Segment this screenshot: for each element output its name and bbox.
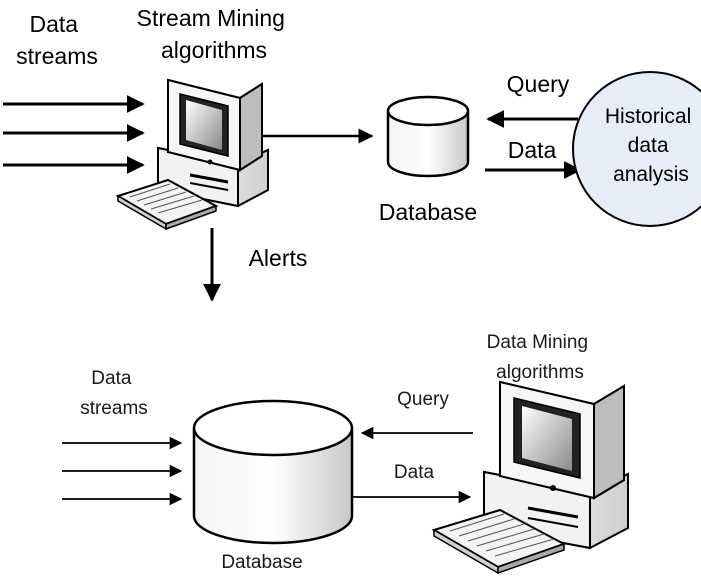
bottom-streams-label: Data streams	[80, 368, 148, 419]
top-database-icon	[386, 95, 470, 178]
top-database-label: Database	[379, 199, 477, 225]
top-computer-icon	[115, 78, 269, 231]
top-stream-arrows	[3, 95, 145, 174]
bottom-panel: Data streams Database Query Data Data Mi…	[62, 332, 629, 575]
alerts-label: Alerts	[249, 245, 308, 271]
bottom-database-icon	[192, 399, 354, 545]
historical-analysis-label: Historical data analysis	[605, 105, 697, 186]
top-panel: Data streams Stream Mining algorithms	[3, 5, 701, 302]
bottom-stream-arrows	[62, 436, 183, 506]
top-processor-label: Stream Mining algorithms	[137, 5, 292, 63]
historical-analysis-node	[572, 71, 701, 227]
bottom-processor-label: Data Mining algorithms	[487, 332, 594, 383]
top-streams-label: Data streams	[16, 11, 98, 69]
top-data-label: Data	[508, 137, 557, 163]
bottom-query-label: Query	[397, 389, 449, 410]
bottom-data-label: Data	[394, 462, 435, 483]
bottom-database-label: Database	[221, 552, 302, 573]
bottom-computer-icon	[431, 380, 629, 575]
top-query-label: Query	[507, 71, 570, 97]
